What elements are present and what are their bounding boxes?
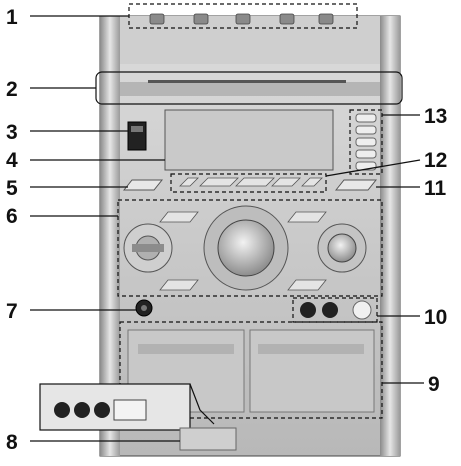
dial-button-bottom-right[interactable]: [287, 279, 327, 291]
cassette-window-right: [258, 344, 364, 354]
volume-knob[interactable]: [327, 233, 357, 263]
callout-11: 11: [424, 177, 447, 200]
side-button-4[interactable]: [355, 149, 377, 159]
power-button-highlight: [131, 126, 143, 132]
control-panel-box: [117, 199, 383, 297]
cassette-window-left: [138, 344, 234, 354]
dial-buttons: [159, 211, 327, 291]
top-jack-2[interactable]: [193, 13, 209, 25]
cabinet-side-left: [100, 16, 120, 456]
disc-tray[interactable]: [120, 82, 380, 96]
callout-1: 1: [6, 6, 18, 29]
callout-2: 2: [6, 78, 18, 101]
function-buttons-box: [170, 173, 327, 193]
dial-button-top-right[interactable]: [287, 211, 327, 223]
callout-lines: [30, 15, 424, 442]
left-dpad-bar: [132, 244, 164, 252]
callout-7: 7: [6, 300, 18, 323]
side-button-1[interactable]: [355, 113, 377, 123]
callout-4: 4: [6, 149, 18, 172]
usb-port-icon[interactable]: [113, 399, 147, 421]
function-button-2[interactable]: [199, 177, 239, 187]
callout-10: 10: [424, 306, 447, 329]
inset-jack-3[interactable]: [94, 402, 110, 418]
callout-6: 6: [6, 205, 18, 228]
side-button-3[interactable]: [355, 137, 377, 147]
callout-12: 12: [424, 149, 447, 172]
mic-jack-1[interactable]: [300, 302, 316, 318]
bottom-port[interactable]: [179, 427, 237, 451]
function-button-5[interactable]: [301, 177, 323, 187]
left-angled-button[interactable]: [122, 179, 164, 191]
function-button-4[interactable]: [271, 177, 301, 187]
callout-5: 5: [6, 177, 18, 200]
headphone-jack-center: [141, 305, 147, 311]
top-jack-5[interactable]: [318, 13, 334, 25]
callout-13: 13: [424, 105, 447, 128]
side-button-2[interactable]: [355, 125, 377, 135]
callout-9: 9: [428, 373, 440, 396]
dial-button-bottom-left[interactable]: [159, 279, 199, 291]
dial-button-top-left[interactable]: [159, 211, 199, 223]
disc-slot-icon: [148, 80, 346, 83]
side-buttons: [349, 109, 383, 175]
jog-dial-icon[interactable]: [217, 219, 275, 277]
display-window: [164, 109, 334, 171]
function-button-3[interactable]: [235, 177, 275, 187]
right-angled-button[interactable]: [334, 179, 378, 191]
cassette-deck-right[interactable]: [249, 329, 375, 413]
function-buttons: [179, 177, 323, 187]
inset-pointer: [189, 383, 215, 425]
top-jacks: [149, 13, 334, 25]
cabinet-side-right: [380, 16, 400, 456]
callout-labels: 1 2 3 4 5 6 7 8 9 10 11 12 13: [6, 6, 447, 454]
top-jack-4[interactable]: [279, 13, 295, 25]
inset-jack-2[interactable]: [74, 402, 90, 418]
cassette-deck-box: [119, 321, 383, 419]
callout-8: 8: [6, 431, 18, 454]
mic-jack-button[interactable]: [352, 300, 372, 320]
side-buttons-box: [349, 109, 383, 175]
inset-jack-1[interactable]: [54, 402, 70, 418]
top-jack-3[interactable]: [235, 13, 251, 25]
mic-jack-2[interactable]: [322, 302, 338, 318]
mic-jacks-box: [292, 297, 378, 323]
function-button-1[interactable]: [179, 177, 199, 187]
top-jack-1[interactable]: [149, 13, 165, 25]
callout-3: 3: [6, 121, 18, 144]
